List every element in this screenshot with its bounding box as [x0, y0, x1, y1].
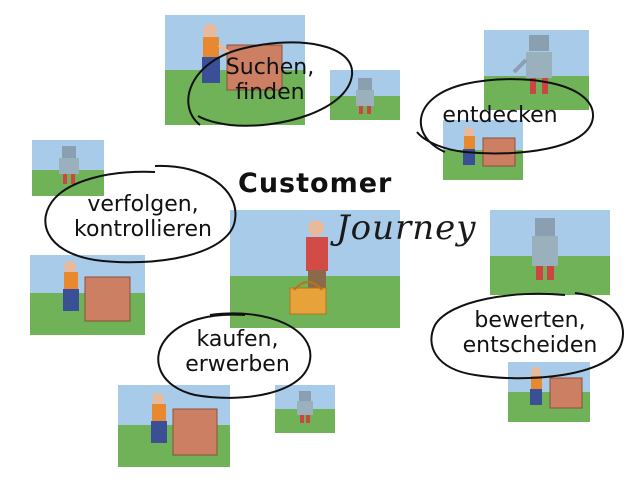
- stage-kaufen-erwerben: kaufen, erwerben: [170, 327, 305, 378]
- scene-worker-pushing-box-bottom-right: [508, 362, 590, 422]
- robot-illustration: [490, 210, 610, 295]
- stage-line: entdecken: [442, 103, 558, 128]
- robot-illustration: [484, 30, 589, 110]
- robot-illustration: [275, 385, 335, 433]
- stage-bewerten-entscheiden: bewerten, entscheiden: [440, 308, 620, 359]
- scene-worker-pushing-box-left: [30, 255, 145, 335]
- stage-line: kontrollieren: [74, 217, 212, 243]
- worker-pushing-box-illustration: [443, 120, 523, 180]
- worker-pushing-box-illustration: [118, 385, 230, 467]
- shopper-with-basket-illustration: [230, 210, 400, 328]
- worker-pushing-box-illustration: [30, 255, 145, 335]
- stage-line: verfolgen,: [87, 192, 199, 217]
- stage-line: erwerben: [185, 352, 290, 378]
- stage-suchen-finden: Suchen, finden: [215, 55, 325, 106]
- title-journey: Journey: [336, 208, 477, 248]
- scene-robot-right: [490, 210, 610, 295]
- stage-line: Suchen,: [225, 55, 315, 80]
- stage-line: entscheiden: [462, 333, 598, 359]
- stage-line: finden: [235, 80, 305, 106]
- robot-illustration: [32, 140, 104, 196]
- scene-robot-small-bottom: [275, 385, 335, 433]
- stage-line: kaufen,: [196, 327, 279, 352]
- scene-robot-small-top: [330, 70, 400, 120]
- stage-verfolgen-kontrollieren: verfolgen, kontrollieren: [48, 192, 238, 243]
- scene-worker-pushing-box-bottom-left: [118, 385, 230, 467]
- worker-pushing-box-illustration: [508, 362, 590, 422]
- scene-robot-left: [32, 140, 104, 196]
- scene-worker-pushing-box-right: [443, 120, 523, 180]
- robot-illustration: [330, 70, 400, 120]
- stage-entdecken: entdecken: [420, 103, 580, 128]
- title-customer: Customer: [238, 168, 393, 199]
- scene-robot-top-right: [484, 30, 589, 110]
- stage-line: bewerten,: [474, 308, 586, 333]
- scene-shopper-center: [230, 210, 400, 328]
